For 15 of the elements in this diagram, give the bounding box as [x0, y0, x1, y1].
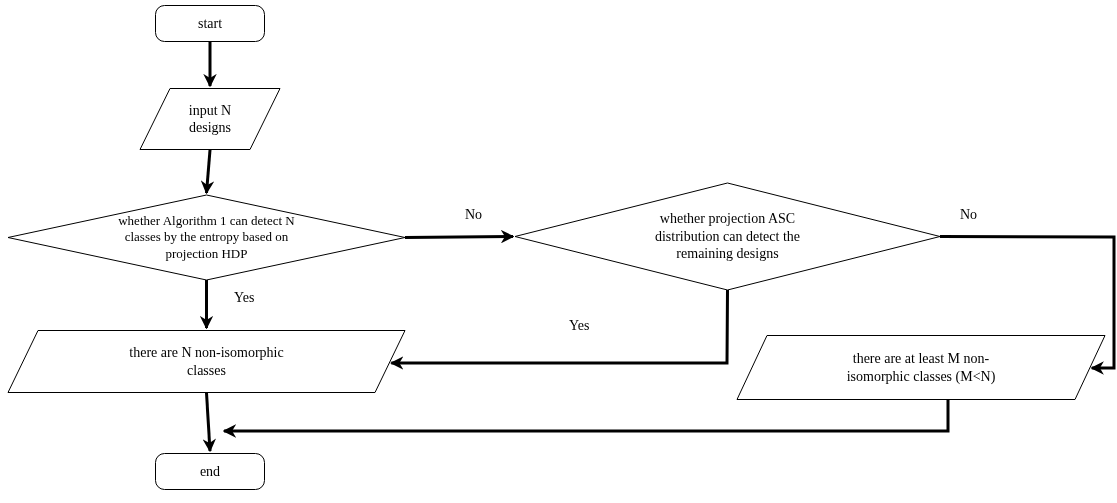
node-text: there are N non-isomorphic classes: [128, 344, 285, 379]
node-text: whether projection ASC distribution can detect the remaining designs: [654, 210, 801, 263]
arrow: [199, 280, 214, 330]
arrow: [940, 235, 1116, 375]
node-text: end: [199, 462, 221, 481]
arrow: [202, 392, 216, 453]
node-text: input N designs: [187, 101, 233, 137]
node-text: start: [197, 14, 223, 33]
arrow: [200, 149, 215, 195]
arrow: [405, 229, 515, 244]
arrow: [389, 290, 729, 370]
node-text: there are at least M non-isomorphic classes (M<N): [845, 350, 997, 385]
arrow: [203, 42, 217, 88]
arrow: [222, 400, 950, 438]
node-text: whether Algorithm 1 can detect N classes by the entropy based on projection HDP: [117, 213, 296, 262]
